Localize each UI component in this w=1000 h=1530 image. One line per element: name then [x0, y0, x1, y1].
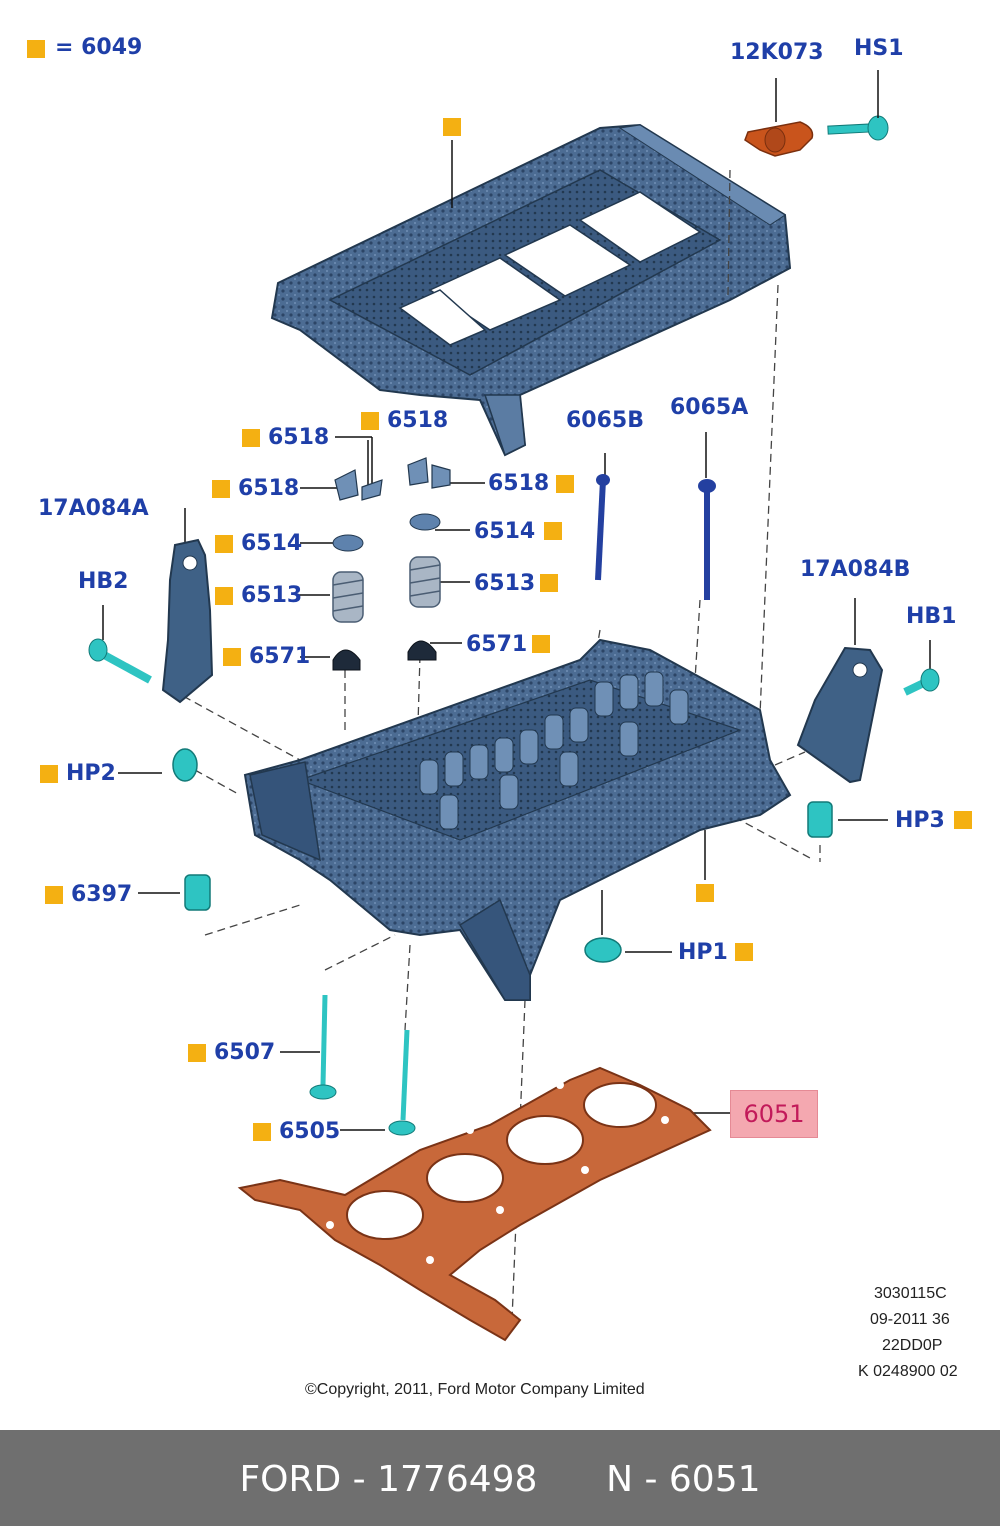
- marker-6513-r-icon: [540, 574, 558, 592]
- intake-valve: [309, 994, 337, 1100]
- label-6514-left: 6514: [241, 531, 303, 556]
- valve-springs: [332, 556, 441, 623]
- legend-marker-icon: [27, 40, 45, 58]
- marker-6518-a-icon: [242, 429, 260, 447]
- meta-line-4: K 0248900 02: [858, 1363, 958, 1380]
- label-6505: 6505: [279, 1119, 341, 1144]
- label-hb1: HB1: [906, 604, 957, 629]
- lifting-eye-right: [796, 646, 884, 784]
- marker-hp1-icon: [735, 943, 753, 961]
- plug-hp3: [807, 801, 833, 838]
- label-6518-a: 6518: [268, 425, 330, 450]
- label-6065b: 6065B: [566, 408, 644, 433]
- label-hb2: HB2: [78, 569, 129, 594]
- lifting-eye-bolt-left: [88, 638, 152, 684]
- meta-line-1: 3030115C: [874, 1285, 947, 1302]
- marker-6571-l-icon: [223, 648, 241, 666]
- label-6065a: 6065A: [670, 395, 749, 420]
- valve-stem-seals: [332, 640, 437, 671]
- marker-6514-r-icon: [544, 522, 562, 540]
- footer-bar: FORD - 1776498 N - 6051: [0, 1430, 1000, 1526]
- head-bolts: [595, 474, 716, 600]
- valve-springs-on-head: [419, 671, 689, 830]
- lifting-eye-bolt-right: [903, 668, 940, 696]
- marker-6518-b-icon: [361, 412, 379, 430]
- label-6571-left: 6571: [249, 644, 311, 669]
- valve-retainers: [332, 513, 441, 552]
- plug-6397: [184, 874, 211, 911]
- exhaust-valve: [388, 1029, 416, 1136]
- marker-6518-c-icon: [212, 480, 230, 498]
- marker-6507-icon: [188, 1044, 206, 1062]
- camshaft-carrier: [270, 123, 792, 457]
- marker-head-icon: [696, 884, 714, 902]
- copyright-text: ©Copyright, 2011, Ford Motor Company Lim…: [305, 1381, 645, 1398]
- label-6514-right: 6514: [474, 519, 536, 544]
- label-6513-left: 6513: [241, 583, 303, 608]
- label-6571-right: 6571: [466, 632, 528, 657]
- marker-6518-d-icon: [556, 475, 574, 493]
- footer-text: FORD - 1776498 N - 6051: [239, 1459, 761, 1500]
- label-6518-d: 6518: [488, 471, 550, 496]
- label-hp2: HP2: [66, 761, 116, 786]
- diagram-artwork: [88, 70, 940, 1342]
- head-gasket: [237, 1066, 712, 1342]
- label-6051-highlighted: 6051: [730, 1090, 818, 1138]
- label-hs1: HS1: [854, 36, 904, 61]
- marker-6571-r-icon: [532, 635, 550, 653]
- label-17a084a: 17A084A: [38, 496, 149, 521]
- label-hp1: HP1: [678, 940, 728, 965]
- label-17a084b: 17A084B: [800, 557, 911, 582]
- marker-hp2-icon: [40, 765, 58, 783]
- label-6518-c: 6518: [238, 476, 300, 501]
- label-6397: 6397: [71, 882, 133, 907]
- valve-keepers: [334, 457, 451, 501]
- marker-6505-icon: [253, 1123, 271, 1141]
- sensor-bolt: [827, 115, 889, 141]
- lifting-eye-left: [161, 538, 214, 704]
- plug-hp2: [172, 748, 198, 782]
- marker-hp3-icon: [954, 811, 972, 829]
- meta-line-2: 09-2011 36: [870, 1311, 950, 1328]
- plug-hp1: [584, 937, 622, 963]
- leader-lines: [102, 70, 931, 1131]
- label-hp3: HP3: [895, 808, 945, 833]
- exploded-parts-diagram: [88, 70, 940, 1342]
- camshaft-sensor: [744, 121, 814, 157]
- marker-carrier-icon: [443, 118, 461, 136]
- marker-6514-l-icon: [215, 535, 233, 553]
- label-6513-right: 6513: [474, 571, 536, 596]
- label-12k073: 12K073: [730, 40, 824, 65]
- marker-6513-l-icon: [215, 587, 233, 605]
- label-6518-b: 6518: [387, 408, 449, 433]
- legend-text: = 6049: [55, 35, 143, 60]
- label-6507: 6507: [214, 1040, 276, 1065]
- marker-6397-icon: [45, 886, 63, 904]
- meta-line-3: 22DD0P: [882, 1337, 943, 1354]
